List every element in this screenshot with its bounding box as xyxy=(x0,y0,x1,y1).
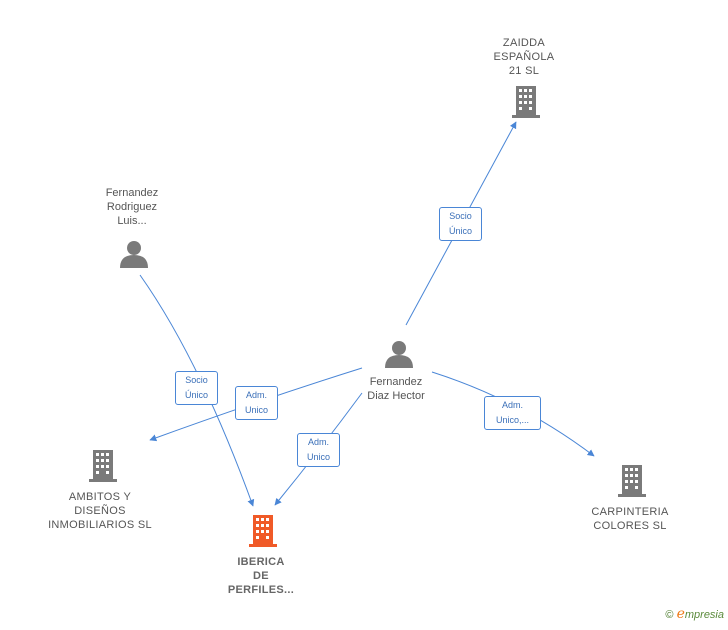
building-icon xyxy=(512,86,540,118)
building-icon xyxy=(89,450,117,482)
brand-name: mpresia xyxy=(684,609,724,621)
node-label-iberica[interactable]: IBERICA DE PERFILES... xyxy=(227,556,295,596)
node-label-fernandez-rodriguez[interactable]: Fernandez Rodriguez Luis... xyxy=(105,187,159,227)
edge-label-adm-unico-etc: Adm.Unico,... xyxy=(484,396,541,430)
person-icon xyxy=(120,241,148,268)
edge-label-adm-unico: Adm.Unico xyxy=(235,386,278,420)
node-label-ambitos[interactable]: AMBITOS Y DISEÑOS INMOBILIARIOS SL xyxy=(48,491,152,531)
brand-footer: © empresia xyxy=(665,606,724,622)
person-icon xyxy=(385,341,413,368)
edge-label-adm-unico: Adm.Unico xyxy=(297,433,340,467)
building-icon xyxy=(618,465,646,497)
brand-logo-initial: e xyxy=(676,606,685,622)
copyright-icon: © xyxy=(665,609,674,621)
node-label-fernandez-diaz[interactable]: Fernandez Diaz Hector xyxy=(367,376,425,402)
node-label-zaidda[interactable]: ZAIDDA ESPAÑOLA 21 SL xyxy=(493,37,555,77)
node-label-carpinteria[interactable]: CARPINTERIA COLORES SL xyxy=(591,506,669,532)
building-icon-focus xyxy=(249,515,277,547)
